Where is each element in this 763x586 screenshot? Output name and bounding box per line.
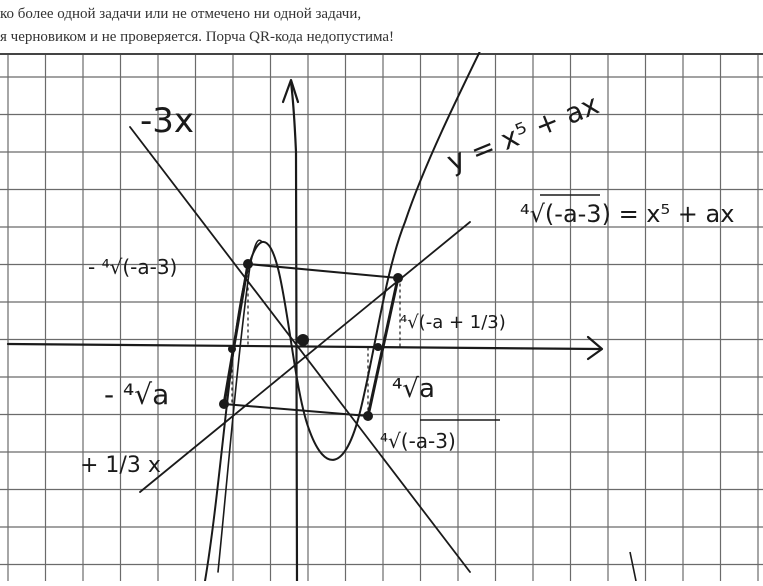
point-axis-right xyxy=(374,343,382,351)
origin-point xyxy=(297,334,309,346)
x-axis xyxy=(6,342,602,351)
label-root-a3: ⁴√(-a-3) xyxy=(380,429,456,453)
guide-dotted-5 xyxy=(223,403,369,417)
label-root-a: ⁴√a xyxy=(392,374,435,404)
instruction-line-1: ко более одной задачи или не отмечено ни… xyxy=(0,6,362,22)
point-bottom-left xyxy=(219,399,229,409)
pen-mark xyxy=(629,551,637,582)
y-axis xyxy=(289,80,299,583)
grid-lines xyxy=(0,54,763,581)
line-neg3x xyxy=(129,126,471,573)
label-neg-root-a3: - ⁴√(-a-3) xyxy=(88,255,177,279)
instruction-line-2: я черновиком и не проверяется. Порча QR-… xyxy=(0,29,395,45)
label-root-a13: ⁴√(-a + 1/3) xyxy=(400,312,506,333)
quad-right-edge xyxy=(366,276,400,418)
label-neg-root-a: - ⁴√a xyxy=(104,378,169,411)
point-top-right xyxy=(393,273,403,283)
label-curve: y = x⁵ + ax xyxy=(442,88,603,179)
quad-left-edge xyxy=(222,262,250,406)
line-third-x xyxy=(139,221,471,493)
label-neg3x: -3x xyxy=(140,101,194,141)
instructions-header: ко более одной задачи или не отмечено ни… xyxy=(0,0,763,52)
y-axis-arrow xyxy=(281,78,300,104)
label-equation: ⁴√(-a-3) = x⁵ + ax xyxy=(520,200,734,228)
x-axis-arrow xyxy=(586,335,604,361)
point-top-left xyxy=(243,259,253,269)
label-third-x: + 1/3 x xyxy=(80,453,161,478)
curve-sketch-left xyxy=(217,239,263,573)
point-bottom-right xyxy=(363,411,373,421)
point-axis-left xyxy=(228,345,236,353)
